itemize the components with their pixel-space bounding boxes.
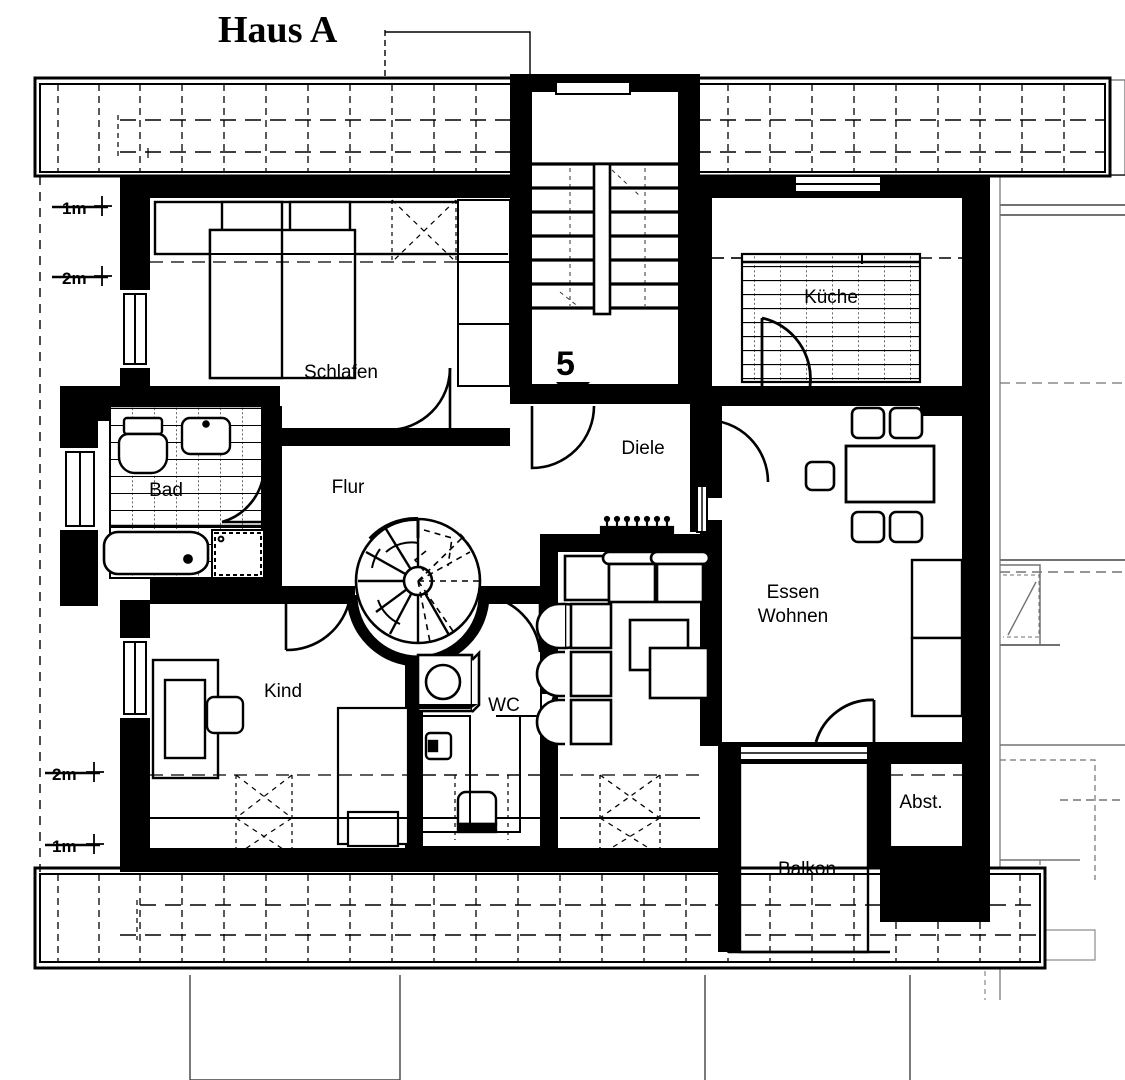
dining-table [844, 444, 936, 504]
bathtub [102, 530, 210, 576]
unit-number: 5 [556, 345, 575, 383]
roof-slope-guides [150, 199, 508, 263]
room-label-abst: Abst. [899, 792, 942, 813]
door-kueche [760, 316, 812, 387]
room-label-essen: Essen [767, 582, 820, 603]
spiral-upper-dashed [413, 529, 480, 643]
kueche-room [712, 252, 962, 387]
room-label-bad: Bad [149, 480, 183, 501]
balcony-door [814, 698, 876, 743]
shelf-unit [910, 558, 964, 718]
spiral-staircase [346, 516, 490, 667]
wc-room [416, 649, 540, 840]
wc-washbasin [424, 731, 453, 761]
room-label-diele: Diele [621, 438, 664, 459]
shower [211, 529, 265, 579]
scale-label-2m-top: 2m [62, 269, 87, 288]
bed [336, 706, 410, 848]
schlafen-room [150, 199, 511, 387]
room-label-schlafen: Schlafen [304, 362, 378, 383]
bad-room [102, 404, 265, 579]
scale-marker-2m-bottom: 2m [45, 762, 104, 784]
wardrobe [457, 199, 511, 387]
door-schlafen [387, 367, 452, 432]
door-bad [221, 467, 266, 524]
room-label-wohnen: Wohnen [758, 606, 828, 627]
radiator [599, 515, 675, 537]
double-bed [153, 200, 509, 380]
sectional-sofa [535, 550, 711, 746]
room-label-kind: Kind [264, 681, 302, 702]
diele-room [530, 405, 770, 533]
scale-label-1m-bottom: 1m [52, 837, 77, 856]
scale-marker-1m-top: 1m [52, 196, 112, 218]
scale-label-1m-top: 1m [62, 199, 87, 218]
room-label-balkon: Balkon [778, 859, 836, 880]
wc-toilet [456, 790, 498, 834]
main-stairwell [510, 74, 700, 404]
washing-machine [416, 649, 481, 713]
plan-title: Haus A [218, 9, 338, 51]
lower-structure-outlines [189, 929, 1096, 1080]
window-leaves [65, 175, 882, 715]
roof-guides-misc [560, 257, 990, 901]
door-diele-left [530, 405, 596, 470]
roof-band-bottom [33, 866, 1047, 970]
scale-marker-1m-bottom: 1m [45, 834, 104, 856]
dining-chairs [804, 406, 924, 544]
plan-labels: Haus A 1m 2m 2m 1m 5 [45, 9, 943, 880]
washbasin [180, 416, 232, 456]
door-kind [284, 597, 352, 652]
scale-marker-2m-top: 2m [52, 266, 112, 288]
desk [151, 658, 220, 780]
balkon-area [728, 764, 890, 954]
door-diele-right [704, 418, 770, 483]
coffee-tables [628, 618, 710, 700]
room-label-kueche: Küche [804, 287, 858, 308]
room-label-wc: WC [488, 695, 520, 716]
essen-wohnen-room [535, 406, 964, 761]
chair [205, 695, 245, 735]
toilet [117, 416, 169, 475]
kind-room [150, 658, 540, 856]
room-label-flur: Flur [332, 477, 365, 498]
down-triangle-icon [556, 382, 590, 402]
scale-label-2m-bottom: 2m [52, 765, 77, 784]
